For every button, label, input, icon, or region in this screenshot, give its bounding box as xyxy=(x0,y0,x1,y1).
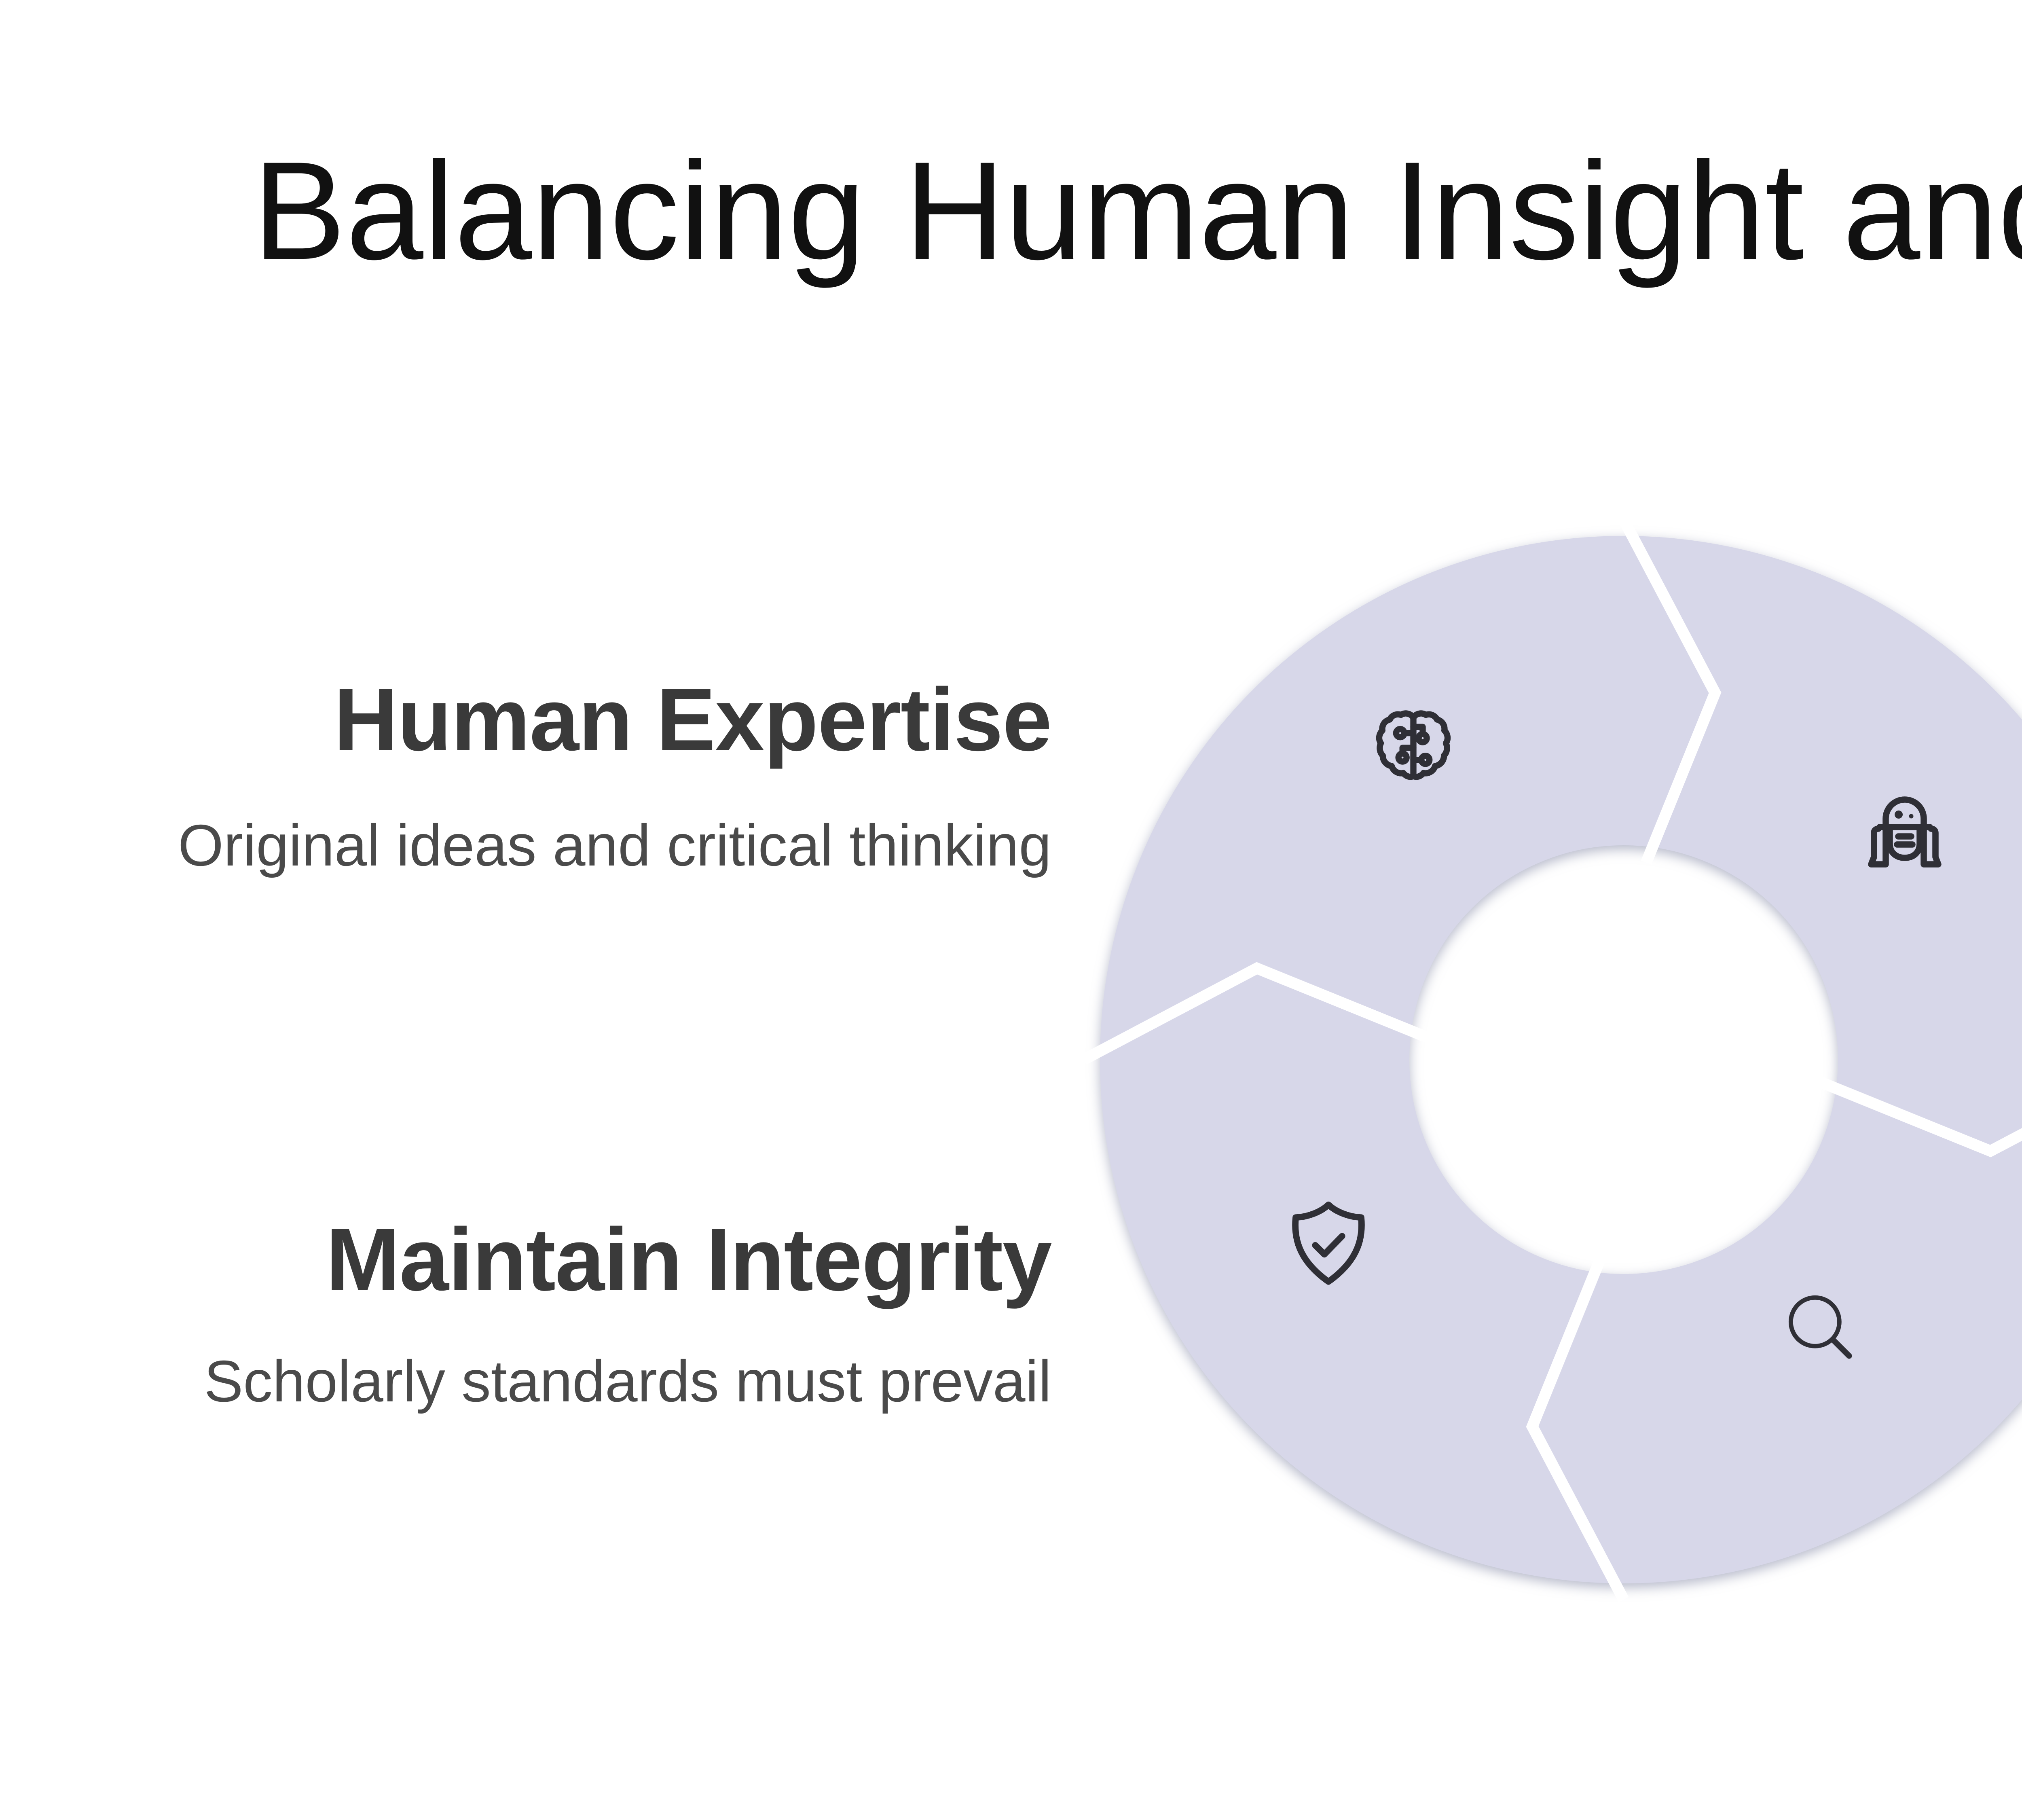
brain-circuit-icon xyxy=(1367,702,1460,795)
slide-title: Balancing Human Insight and AI Efficienc… xyxy=(253,133,2022,289)
description-maintain-integrity: Scholarly standards must prevail xyxy=(204,1351,1051,1416)
robot-icon xyxy=(1856,787,1953,884)
heading-maintain-integrity: Maintain Integrity xyxy=(326,1211,1052,1310)
search-icon xyxy=(1779,1286,1860,1367)
label-block-human-expertise: Human Expertise Original ideas and criti… xyxy=(178,671,1052,881)
gap-chevron-left xyxy=(1081,962,1429,1065)
label-block-maintain-integrity: Maintain Integrity Scholarly standards m… xyxy=(204,1211,1052,1417)
cycle-ring xyxy=(1100,536,2022,1583)
gap-chevron-bottom xyxy=(1526,1254,1629,1602)
description-human-expertise: Original ideas and critical thinking xyxy=(178,815,1051,880)
gap-chevron-top xyxy=(1618,517,1722,865)
gap-chevron-right xyxy=(1818,1077,2022,1158)
heading-human-expertise: Human Expertise xyxy=(334,671,1052,770)
shield-check-icon xyxy=(1274,1191,1383,1300)
